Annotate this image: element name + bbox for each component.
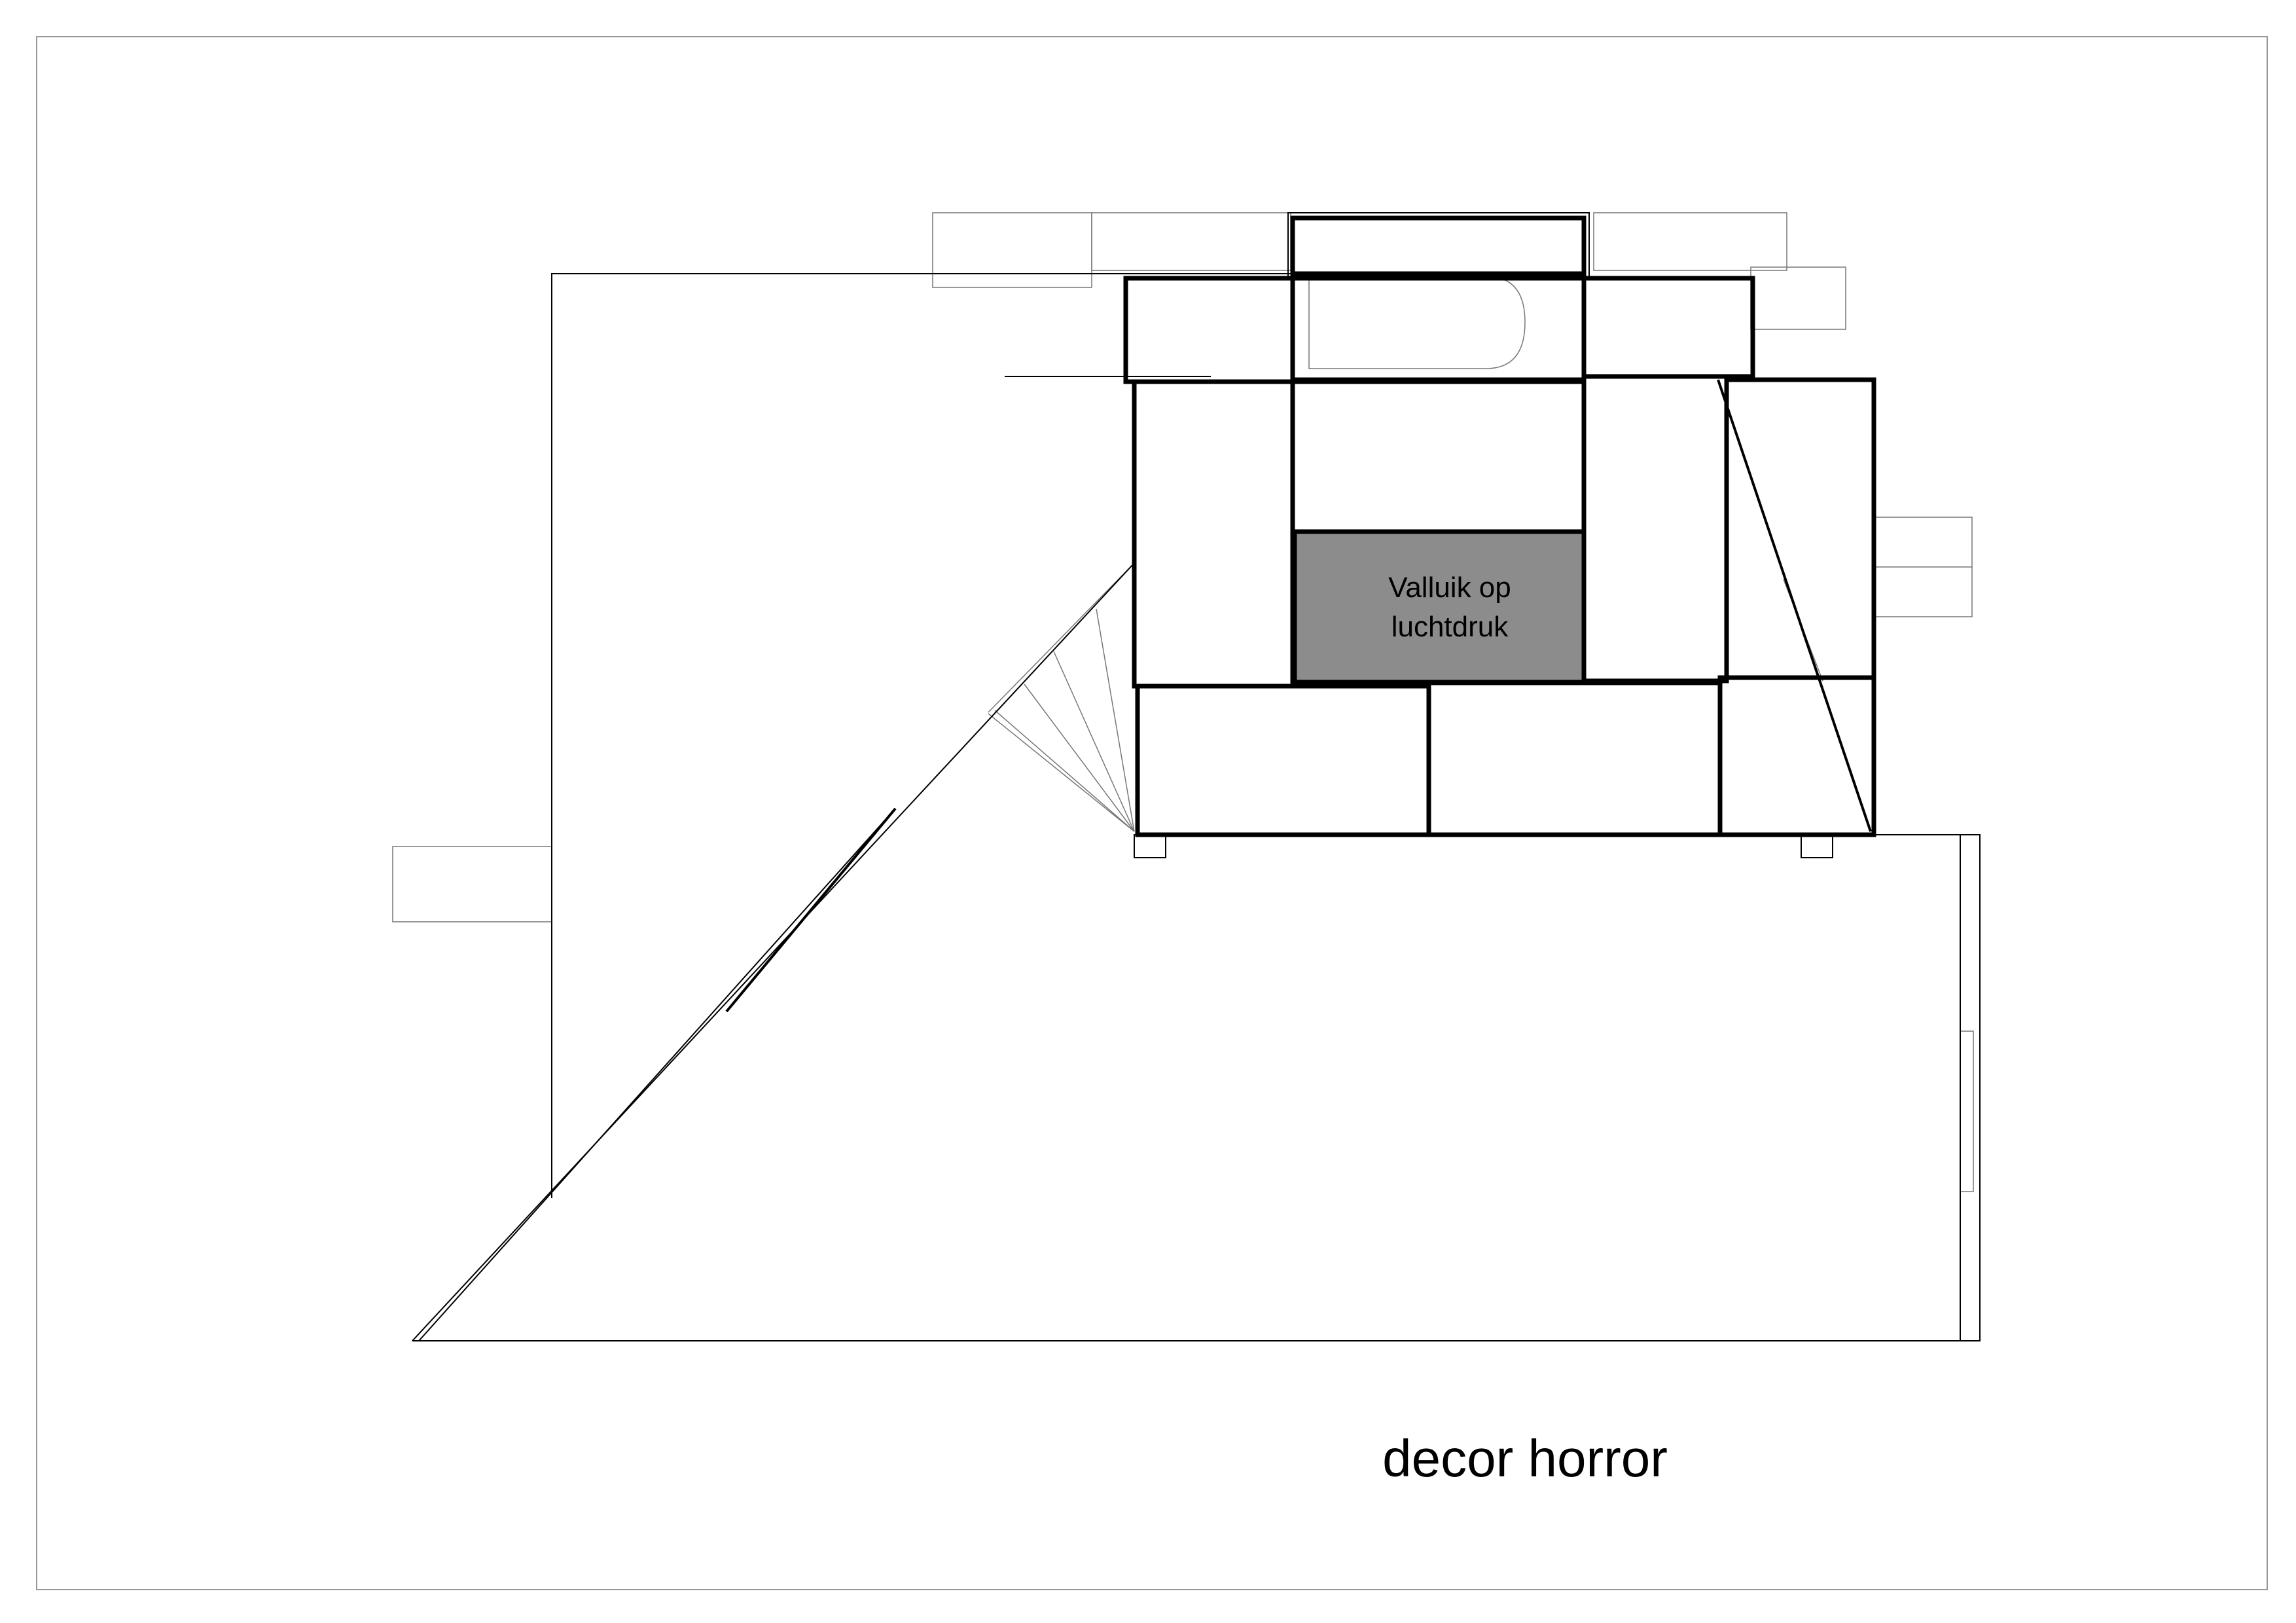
room-wall xyxy=(551,273,1291,1198)
panel-top-left xyxy=(1123,276,1295,384)
drawing-title: decor horror xyxy=(1382,1429,1668,1487)
page-frame xyxy=(36,36,2268,1590)
stair-step-4 xyxy=(994,710,1135,832)
diagonal-wall-inner xyxy=(418,808,896,1341)
diagonal-wall-accent xyxy=(725,807,897,1013)
diagonal-wall-outer xyxy=(412,562,1135,1341)
post-right xyxy=(1801,834,1833,858)
stair-step-2 xyxy=(1053,651,1135,832)
top-left-box-b xyxy=(1091,212,1291,271)
right-small-box xyxy=(1750,266,1846,330)
bathtub-outline xyxy=(1308,276,1526,369)
stair-step-5 xyxy=(988,713,1135,832)
panel-mid-center xyxy=(1290,377,1587,534)
stair-rail xyxy=(988,562,1135,713)
panel-mid-right xyxy=(1581,374,1729,684)
panel-far-right xyxy=(1724,377,1876,680)
room-outline xyxy=(412,273,1981,1341)
stair-step-3 xyxy=(1024,684,1135,832)
decor-panels xyxy=(1123,212,1876,837)
diagonal-brace xyxy=(1717,379,1872,832)
panel-bath xyxy=(1290,271,1587,384)
trapdoor-panel xyxy=(1292,529,1587,685)
panel-bottom-right xyxy=(1717,675,1876,837)
left-side-box xyxy=(392,846,552,922)
stair-step-1 xyxy=(1096,608,1135,832)
panel-mid-left xyxy=(1132,379,1295,689)
faint-elements xyxy=(392,212,1974,1192)
post-left xyxy=(1134,834,1166,858)
trapdoor: Valluik op luchtdruk xyxy=(1292,529,1587,685)
top-left-box-a xyxy=(932,212,1092,288)
panel-top-center-frame xyxy=(1287,212,1590,279)
panel-top-center xyxy=(1290,215,1587,281)
top-right-box xyxy=(1593,212,1787,271)
panel-top-right xyxy=(1581,276,1755,379)
panel-bottom-left xyxy=(1135,684,1431,837)
room-floor-edge xyxy=(412,834,1981,1341)
trapdoor-label-line-2: luchtdruk xyxy=(1391,611,1509,643)
panel-bottom-center xyxy=(1426,680,1723,837)
right-wall-window xyxy=(1960,1030,1974,1192)
trapdoor-label-line-1: Valluik op xyxy=(1388,572,1511,604)
